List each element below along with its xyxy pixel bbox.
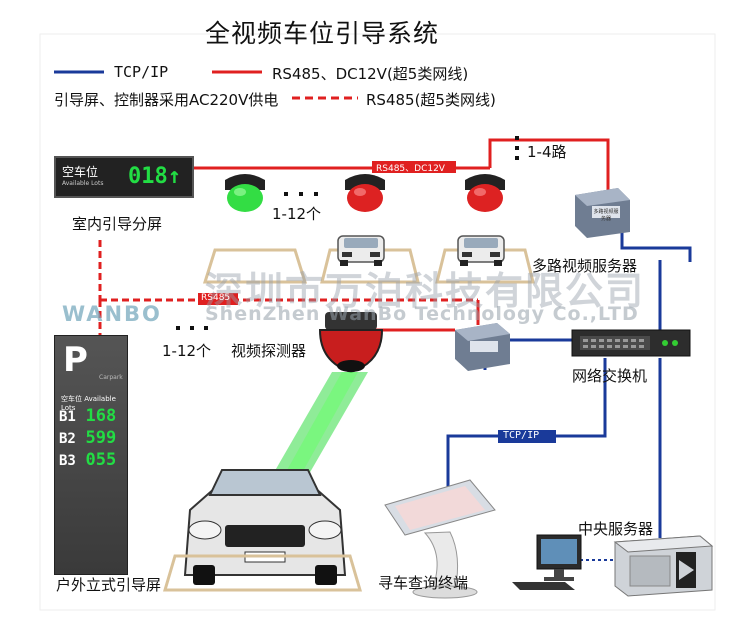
tcpip-tag-bg [498, 430, 556, 443]
server-box-label: 多路视频服务器 [593, 209, 619, 222]
indoor-screen-label: 室内引导分屏 [72, 215, 163, 233]
legend-rs485-dc12v-label: RS485、DC12V(超5类网线) [272, 65, 469, 83]
rs485-dc12v-tag-bg [372, 161, 456, 173]
network-switch-device [571, 329, 691, 357]
pillar-floor: B1 [59, 409, 76, 425]
pillar-floor: B2 [59, 431, 76, 447]
central-server-monitor [512, 534, 582, 590]
pillar-floor: B3 [59, 453, 76, 469]
rs485-dc12v-tag: RS485、DC12V [376, 164, 445, 174]
indoor-sign-count: 018↑ [128, 164, 181, 189]
watermark-brand: WANBO [62, 302, 162, 326]
detector-lamp-red-2 [465, 174, 505, 212]
indoor-sign-sublabel: Available Lots [62, 180, 104, 187]
range-label-1-12-top: 1-12个 [272, 205, 322, 223]
legend-power-note: 引导屏、控制器采用AC220V供电 [54, 91, 279, 109]
multi-video-server-label: 多路视频服务器 [532, 257, 638, 275]
indoor-sign-label: 空车位 [62, 165, 99, 179]
range-label-1-12-bottom: 1-12个 [162, 342, 212, 360]
kiosk-label: 寻车查询终端 [378, 574, 469, 592]
range-dots-1-4 [515, 136, 519, 160]
detector-lamp-green [225, 174, 265, 212]
watermark-company-en: ShenZhen WanBo Technology Co.,LTD [205, 303, 639, 325]
watermark-company-cn: 深圳市万泊科技有限公司 [205, 269, 646, 313]
pillar-row-b1: B1 168 [59, 406, 116, 426]
range-label-1-4: 1-4路 [527, 143, 567, 161]
rs485-dashed-chain [98, 240, 455, 335]
pillar-row-b3: B3 055 [59, 450, 116, 470]
parked-car-1 [337, 235, 385, 266]
parked-car-2 [457, 235, 505, 266]
range-dots-bottom [176, 326, 208, 330]
range-dots-top [284, 192, 318, 196]
search-kiosk-device [384, 479, 496, 599]
pillar-value: 599 [85, 428, 117, 448]
video-detector-label: 视频探测器 [231, 342, 307, 360]
detector-lamp-red-1 [345, 174, 385, 212]
rs485-tag-bg [198, 293, 238, 305]
legend-rs485-label: RS485(超5类网线) [366, 91, 496, 109]
outdoor-screen-label: 户外立式引导屏 [56, 576, 162, 594]
central-server-label: 中央服务器 [578, 520, 654, 538]
pillar-available-label: 空车位 Available Lots [61, 395, 116, 412]
multi-video-server-box [575, 188, 630, 238]
pillar-p-letter: P [63, 340, 88, 380]
video-controller-box [455, 323, 510, 371]
central-server-tower [613, 535, 714, 597]
detected-car [183, 469, 347, 585]
pillar-row-b2: B2 599 [59, 428, 116, 448]
indoor-guidance-sign: 空车位 Available Lots 018↑ [54, 156, 194, 198]
tcpip-tag: TCP/IP [503, 430, 540, 441]
video-detector-dome [318, 312, 384, 374]
rs485-tag: RS485 [201, 293, 231, 303]
network-switch-label: 网络交换机 [572, 367, 648, 385]
pillar-carpark-label: Carpark [99, 374, 123, 381]
detected-car-slot [162, 554, 363, 592]
outdoor-guidance-pillar: P Carpark 空车位 Available Lots B1 168 B2 5… [54, 335, 128, 575]
pillar-value: 168 [85, 406, 117, 426]
legend-tcpip-label: TCP/IP [114, 63, 169, 81]
pillar-value: 055 [85, 450, 117, 470]
page-title: 全视频车位引导系统 [205, 19, 440, 48]
background-panel [39, 33, 716, 611]
